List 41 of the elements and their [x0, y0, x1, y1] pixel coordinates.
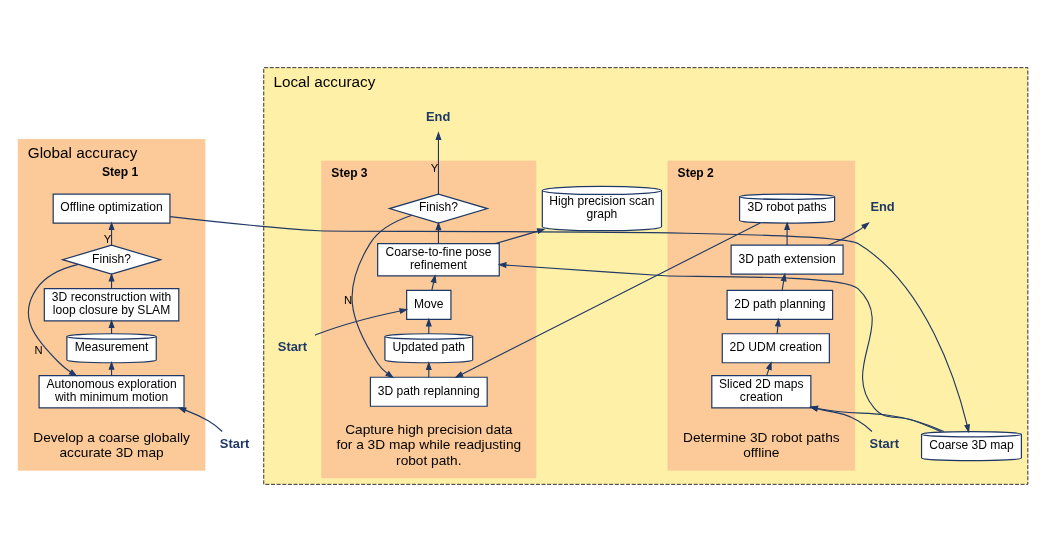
arrow — [454, 221, 761, 378]
arrow — [351, 214, 413, 378]
arrow — [765, 360, 772, 376]
arrow — [430, 273, 437, 291]
node-box: 3D path extension — [730, 244, 844, 275]
arrow — [784, 220, 791, 246]
node-box: 2D UDM creation — [721, 332, 830, 363]
edge-label: Y — [430, 161, 439, 174]
arrow — [177, 406, 223, 432]
node-label: Determine 3D robot paths offline — [683, 429, 840, 460]
edge-label: N — [34, 343, 43, 356]
node-box: 3D path replanning — [369, 376, 488, 407]
arrow — [780, 272, 787, 291]
node-diamond: Finish? — [387, 192, 490, 224]
arrow — [314, 307, 409, 336]
node-box: Sliced 2D maps creation — [711, 374, 812, 408]
node-box: Autonomous exploration with minimum motion — [38, 374, 185, 408]
arrow — [494, 227, 546, 244]
arrow — [774, 317, 781, 334]
node-text: Start — [219, 435, 250, 451]
arrow — [27, 263, 79, 376]
node-box: Offline optimization — [52, 192, 171, 224]
arrow — [435, 130, 442, 194]
node-text: End — [870, 198, 895, 214]
arrow — [809, 405, 945, 432]
node-text: Start — [869, 435, 899, 451]
node-label: Capture high precision data for a 3D map while readjusting robot path. — [336, 421, 522, 468]
node-text: End — [425, 108, 451, 124]
arrow — [827, 221, 870, 246]
arrow — [169, 215, 970, 433]
node-label: Develop a coarse globally accurate 3D map — [33, 429, 190, 460]
node-diamond: Finish? — [60, 244, 163, 275]
node-box: 2D path planning — [726, 289, 834, 320]
node-text: Start — [277, 338, 308, 354]
edge-label: N — [343, 293, 353, 306]
edge-label: Y — [103, 232, 112, 245]
node-box: 3D reconstruction with loop closure by SLAM — [43, 287, 180, 321]
node-box: Coarse-to-fine pose refinement — [377, 242, 500, 276]
arrow — [497, 261, 942, 432]
arrow — [809, 405, 873, 432]
node-box: Move — [406, 289, 452, 320]
